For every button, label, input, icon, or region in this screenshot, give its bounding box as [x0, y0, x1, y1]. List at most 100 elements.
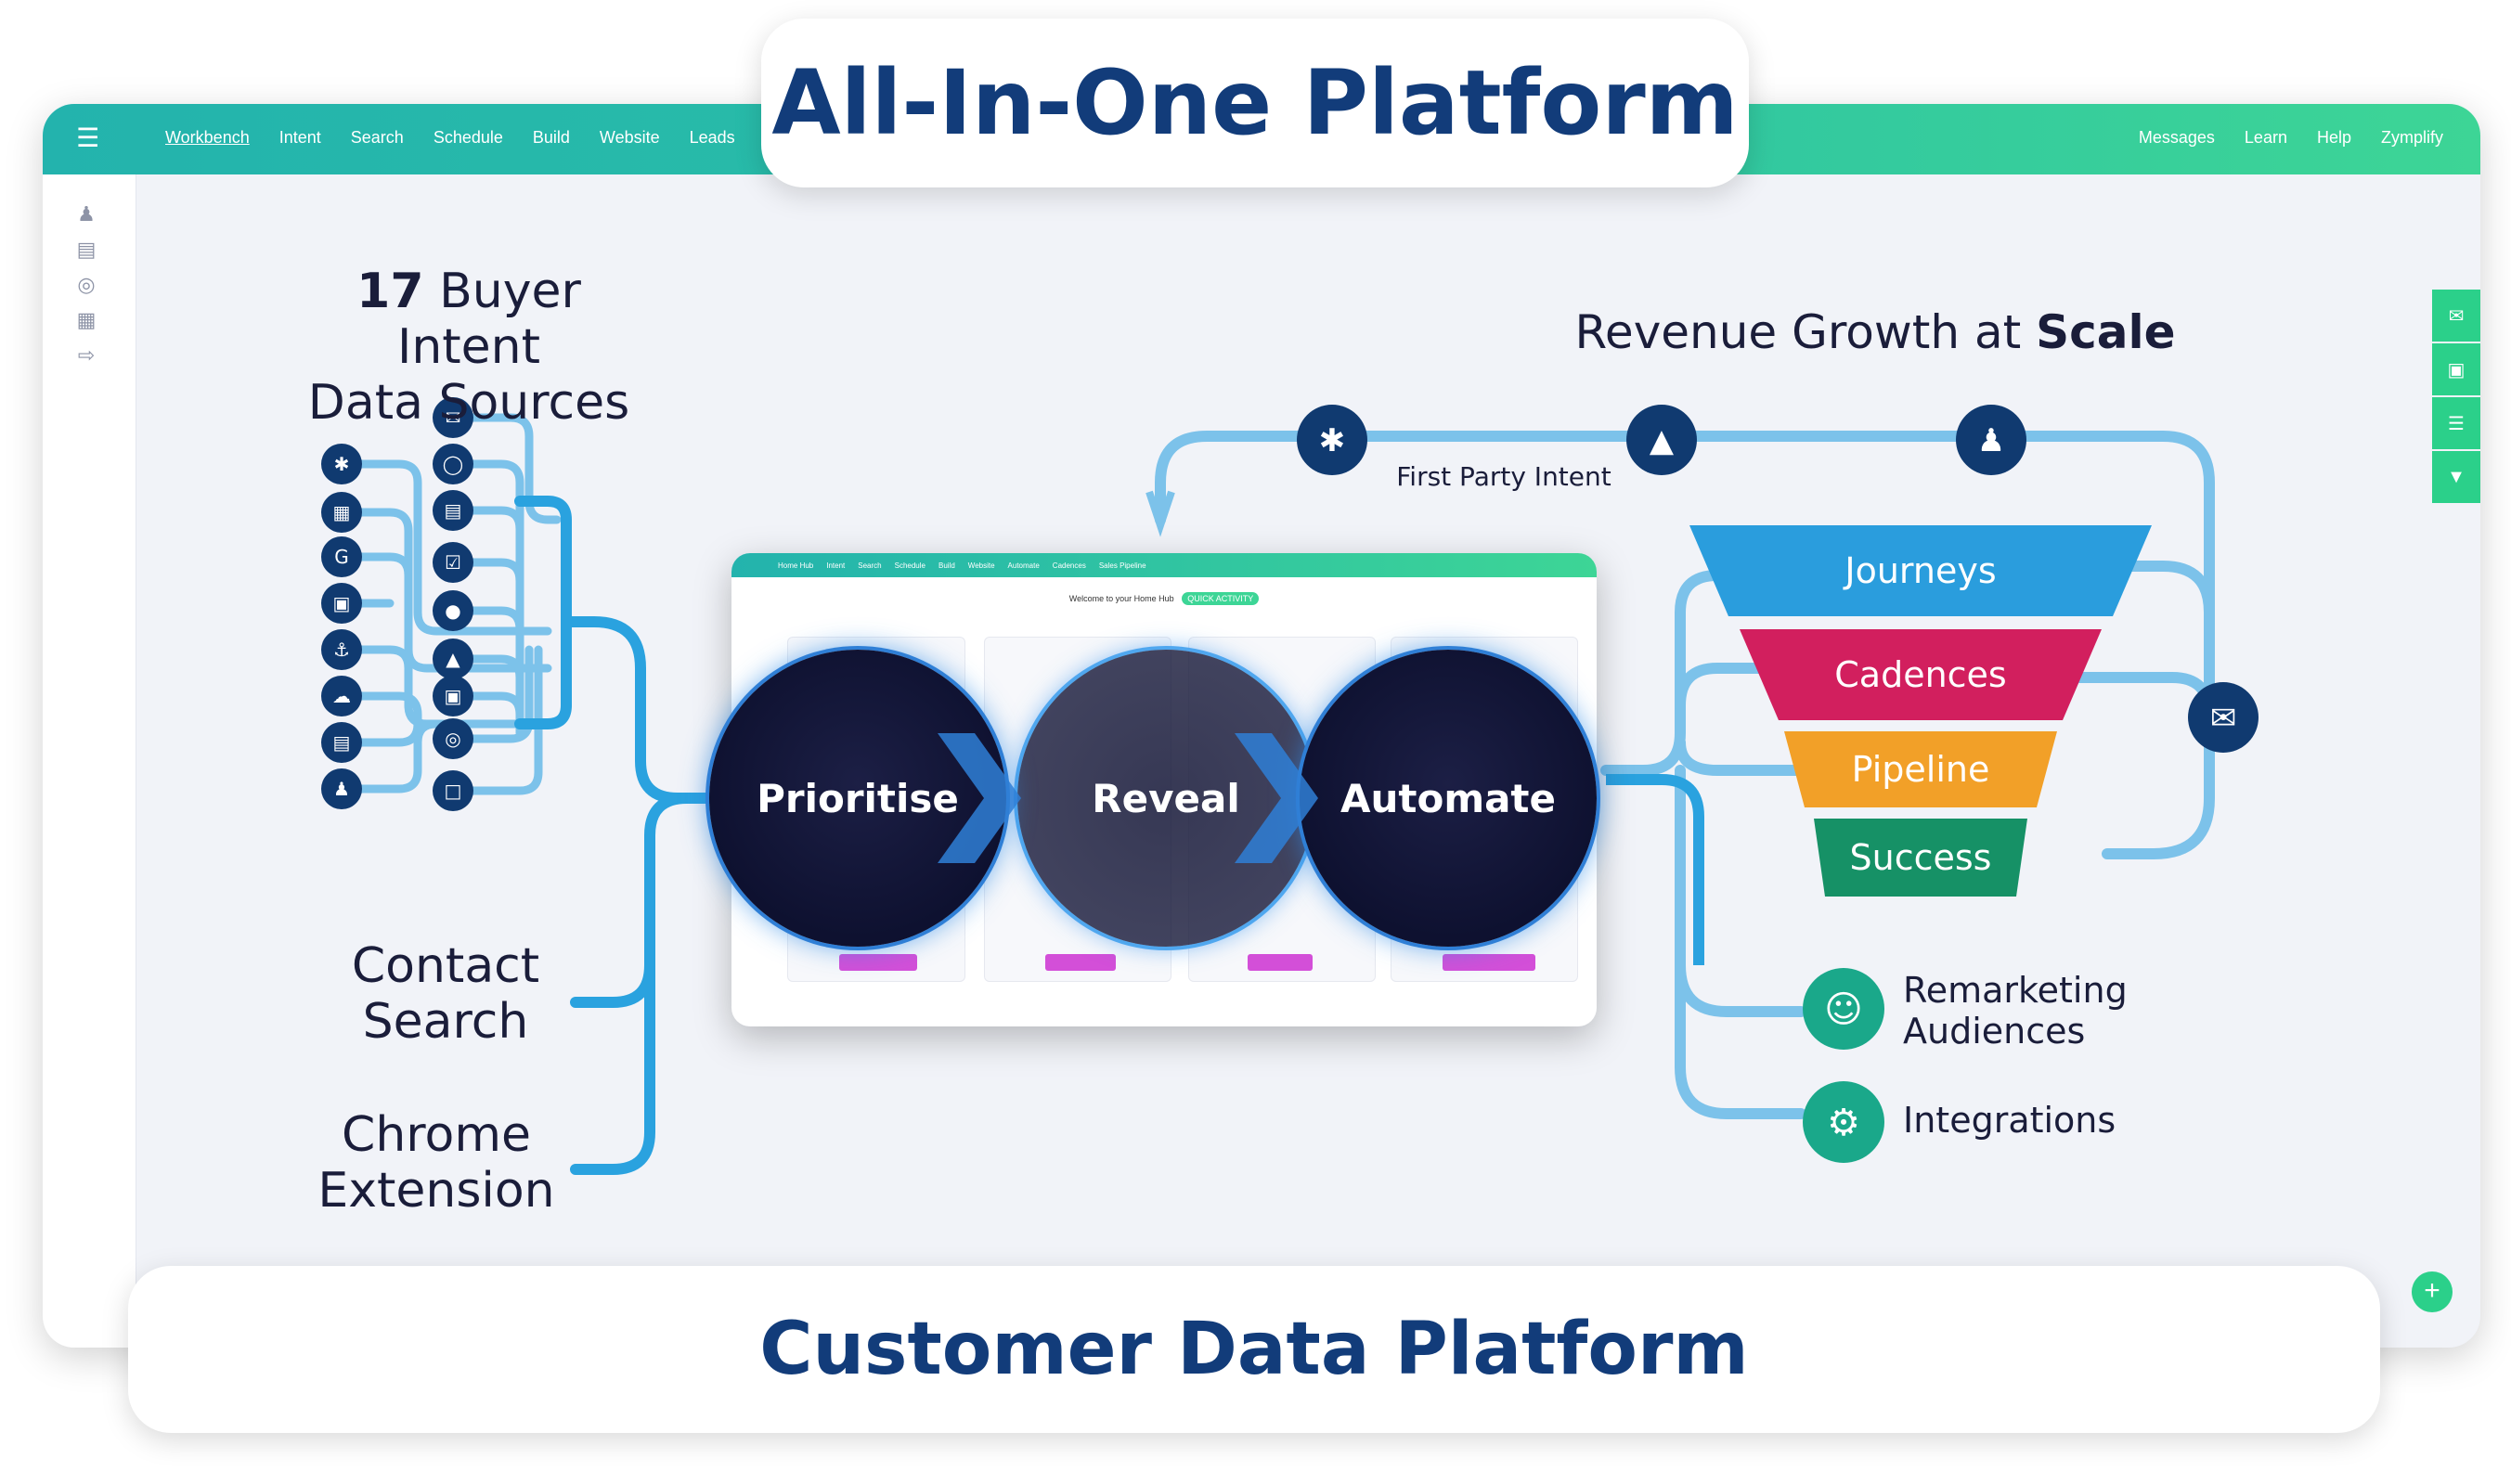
revenue-prefix: Revenue Growth at — [1574, 305, 2022, 359]
mini-nav-website: Website — [967, 561, 995, 570]
nav-leads[interactable]: Leads — [689, 128, 735, 147]
svg-text:⚓: ⚓ — [333, 639, 350, 661]
intent-icons-left — [321, 444, 362, 809]
nav-intent[interactable]: Intent — [278, 128, 321, 147]
revenue-bold: Scale — [2036, 305, 2176, 359]
mini-quick-activity: QUICK ACTIVITY — [1182, 592, 1260, 605]
chat-bubble-icon — [2188, 682, 2259, 753]
mini-button — [1045, 954, 1116, 971]
intent-source-branches — [337, 413, 562, 795]
spark-node-icon — [1297, 405, 1367, 475]
prioritise-circle: Prioritise — [709, 650, 1006, 947]
svg-text:▲: ▲ — [1650, 422, 1675, 459]
google-icon — [321, 583, 362, 624]
svg-text:♟: ♟ — [1977, 422, 2005, 459]
main-left-trunks — [514, 496, 720, 1175]
mini-button — [1248, 954, 1313, 971]
funnel-success: Success — [1849, 837, 1992, 878]
mini-topbar: Home Hub Intent Search Schedule Build We… — [731, 553, 1597, 577]
id-card-icon — [321, 722, 362, 763]
mini-nav-build: Build — [938, 561, 955, 570]
svg-text:✱: ✱ — [1319, 422, 1346, 459]
nav-schedule[interactable]: Schedule — [433, 128, 503, 147]
loop-arrowhead — [1145, 490, 1175, 537]
funnel-pipeline-shape — [1784, 731, 2057, 807]
chat-icon[interactable]: ✉ — [2432, 290, 2480, 342]
svg-text:▤: ▤ — [445, 499, 462, 522]
mini-nav-home: Home Hub — [778, 561, 814, 570]
nav-zymplify[interactable]: Zymplify — [2381, 128, 2443, 147]
nav-build[interactable]: Build — [532, 128, 570, 147]
analytics-icon[interactable]: ▤ — [76, 238, 97, 261]
svg-text:✉: ✉ — [2210, 700, 2237, 737]
nav-workbench[interactable]: Workbench — [165, 128, 250, 147]
network-icon — [433, 590, 473, 631]
image-icon — [433, 676, 473, 716]
svg-text:☺: ☺ — [1824, 988, 1863, 1031]
list-icon[interactable]: ☰ — [2432, 397, 2480, 449]
svg-text:✉: ✉ — [446, 406, 461, 429]
message-icon — [433, 397, 473, 438]
funnel-pipeline: Pipeline — [1851, 749, 1990, 790]
add-button[interactable]: + — [2412, 1271, 2453, 1312]
target-icon — [433, 718, 473, 759]
target-icon[interactable]: ◎ — [77, 273, 96, 296]
remarketing-icon — [1803, 968, 1884, 1050]
svg-text:▤: ▤ — [333, 731, 351, 754]
users-icon[interactable]: ♟ — [77, 202, 96, 226]
svg-text:▣: ▣ — [445, 685, 462, 707]
nav-learn[interactable]: Learn — [2244, 128, 2287, 147]
funnel-cadences: Cadences — [1834, 654, 2007, 695]
g2-icon — [321, 536, 362, 577]
menu-icon[interactable]: ☰ — [76, 123, 100, 152]
top-banner: All-In-One Platform — [761, 19, 1749, 187]
svg-text:◯: ◯ — [443, 453, 463, 475]
road-icon — [433, 639, 473, 679]
automate-label: Automate — [1340, 775, 1556, 821]
svg-text:G: G — [334, 546, 349, 568]
svg-text:▲: ▲ — [446, 648, 460, 670]
hierarchy-node-icon — [1956, 405, 2026, 475]
remarketing-label: Remarketing Audiences — [1903, 970, 2181, 1052]
intent-count: 17 — [356, 264, 424, 319]
contact-search-label: Contact Search — [306, 938, 585, 1051]
funnel-journeys-shape — [1689, 525, 2152, 616]
filter-icon[interactable]: ▼ — [2432, 451, 2480, 503]
chrome-extension-label: Chrome Extension — [288, 1107, 585, 1219]
companies-icon[interactable]: ▦ — [76, 308, 97, 331]
reveal-circle: Reveal — [1017, 650, 1314, 947]
thumbs-up-icon — [433, 542, 473, 583]
reveal-label: Reveal — [1092, 775, 1240, 821]
share-icon — [321, 629, 362, 670]
automate-main-trunk — [1606, 774, 1704, 965]
mini-nav-intent: Intent — [826, 561, 846, 570]
chrome-line1: Chrome — [342, 1107, 531, 1163]
left-sidebar: ♟ ▤ ◎ ▦ ⇨ — [43, 174, 136, 1348]
mini-button — [839, 954, 917, 971]
nav-search[interactable]: Search — [350, 128, 404, 147]
logout-icon[interactable]: ⇨ — [77, 343, 96, 367]
mini-nav-pipeline: Sales Pipeline — [1098, 561, 1146, 570]
svg-text:▦: ▦ — [333, 501, 351, 523]
intent-title-line2: Data Sources — [307, 374, 630, 431]
intent-title-line1: Buyer Intent — [396, 264, 581, 375]
nav-help[interactable]: Help — [2316, 128, 2351, 147]
mini-nav-cadences: Cadences — [1052, 561, 1086, 570]
bottom-banner: Customer Data Platform — [128, 1266, 2380, 1433]
document-icon — [433, 490, 473, 531]
nav-messages[interactable]: Messages — [2138, 128, 2215, 147]
svg-text:✱: ✱ — [334, 453, 350, 475]
intent-sources-title: 17 Buyer Intent Data Sources — [278, 264, 659, 431]
prioritise-label: Prioritise — [757, 775, 959, 821]
funnel-success-shape — [1814, 819, 2027, 897]
mini-nav-schedule: Schedule — [894, 561, 925, 570]
remarketing-line1: Remarketing — [1903, 970, 2128, 1011]
automate-circle: Automate — [1300, 650, 1597, 947]
automate-outputs — [1600, 570, 1825, 1119]
org-chart-icon — [321, 768, 362, 809]
nav-website[interactable]: Website — [599, 128, 660, 147]
calendar-icon[interactable]: ▣ — [2432, 343, 2480, 395]
remarketing-line2: Audiences — [1903, 1010, 2086, 1052]
spark-icon — [321, 444, 362, 484]
mini-nav-automate: Automate — [1007, 561, 1040, 570]
